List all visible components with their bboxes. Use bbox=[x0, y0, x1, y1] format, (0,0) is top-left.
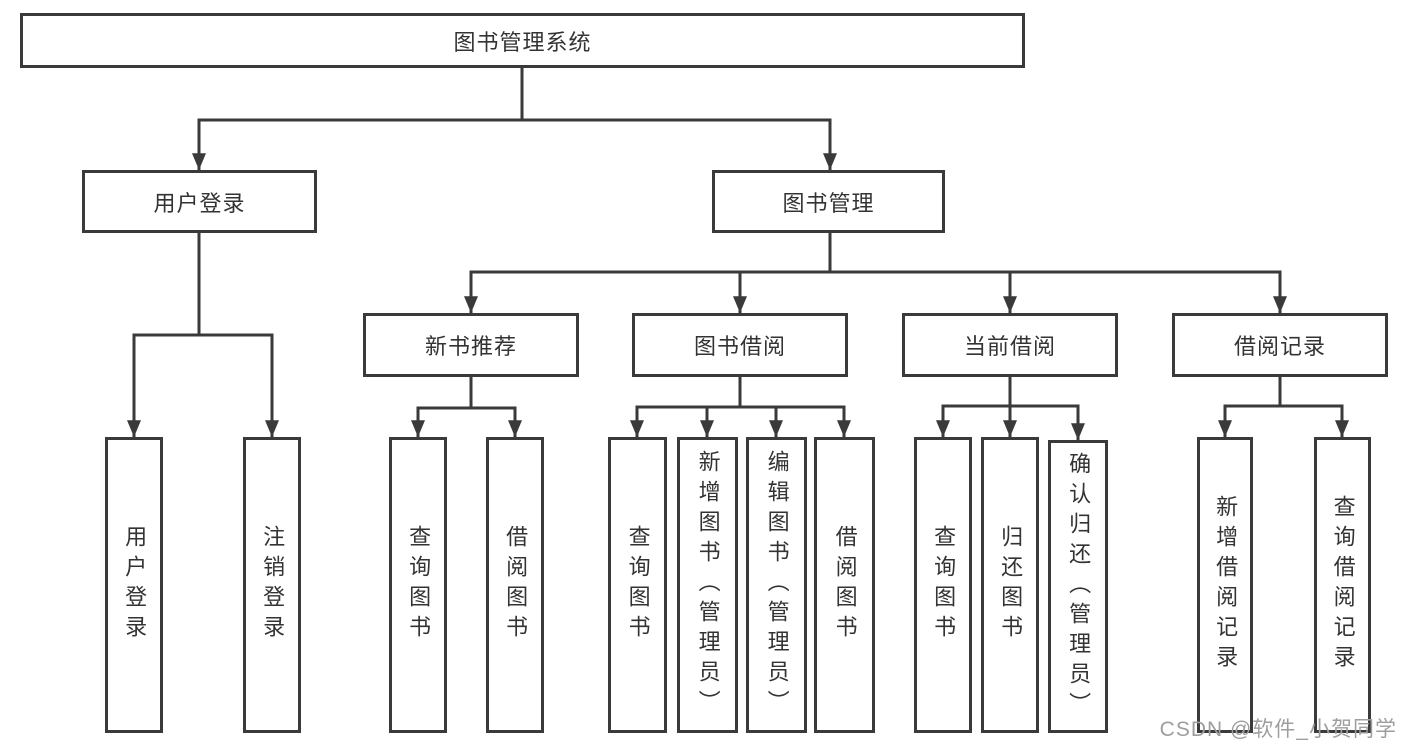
leaf-query-books-1-label: 查询图书 bbox=[406, 525, 432, 645]
node-user-login: 用户登录 bbox=[82, 170, 317, 233]
leaf-query-books-3: 查询图书 bbox=[914, 437, 972, 733]
leaf-confirm-return-admin-label: 确认归还（管理员） bbox=[1066, 451, 1092, 722]
leaf-return-books: 归还图书 bbox=[981, 437, 1039, 733]
node-book-management: 图书管理 bbox=[712, 170, 945, 233]
leaf-borrow-books-2-label: 借阅图书 bbox=[832, 525, 858, 645]
leaf-query-books-2-label: 查询图书 bbox=[625, 525, 651, 645]
leaf-confirm-return-admin: 确认归还（管理员） bbox=[1048, 440, 1108, 733]
node-new-book-recommend: 新书推荐 bbox=[363, 313, 579, 377]
leaf-query-borrow-record: 查询借阅记录 bbox=[1314, 437, 1371, 733]
leaf-user-login: 用户登录 bbox=[105, 437, 163, 733]
node-borrow-records: 借阅记录 bbox=[1172, 313, 1388, 377]
node-book-borrow-label: 图书借阅 bbox=[693, 334, 786, 359]
leaf-logout-label: 注销登录 bbox=[260, 525, 286, 645]
node-book-management-label: 图书管理 bbox=[782, 190, 875, 216]
leaf-query-books-2: 查询图书 bbox=[608, 437, 667, 733]
node-current-borrow: 当前借阅 bbox=[902, 313, 1118, 377]
leaf-borrow-books-1-label: 借阅图书 bbox=[503, 525, 529, 645]
leaf-return-books-label: 归还图书 bbox=[998, 525, 1024, 645]
node-current-borrow-label: 当前借阅 bbox=[963, 334, 1056, 359]
leaf-query-borrow-record-label: 查询借阅记录 bbox=[1330, 495, 1356, 675]
node-book-borrow: 图书借阅 bbox=[632, 313, 848, 377]
node-user-login-label: 用户登录 bbox=[153, 190, 246, 216]
leaf-edit-books-admin-label: 编辑图书（管理员） bbox=[764, 450, 790, 720]
leaf-borrow-books-1: 借阅图书 bbox=[486, 437, 544, 733]
node-borrow-records-label: 借阅记录 bbox=[1233, 334, 1326, 359]
leaf-logout: 注销登录 bbox=[243, 437, 301, 733]
leaf-edit-books-admin: 编辑图书（管理员） bbox=[746, 437, 807, 733]
csdn-watermark: CSDN @软件_小贺同学 bbox=[1159, 718, 1397, 741]
leaf-add-borrow-record-label: 新增借阅记录 bbox=[1213, 495, 1239, 675]
leaf-add-books-admin: 新增图书（管理员） bbox=[677, 437, 738, 733]
leaf-query-books-1: 查询图书 bbox=[389, 437, 447, 733]
leaf-borrow-books-2: 借阅图书 bbox=[814, 437, 875, 733]
leaf-user-login-label: 用户登录 bbox=[122, 525, 148, 645]
leaf-query-books-3-label: 查询图书 bbox=[931, 525, 957, 645]
node-library-system-label: 图书管理系统 bbox=[453, 29, 592, 55]
node-new-book-recommend-label: 新书推荐 bbox=[424, 334, 517, 359]
node-library-system: 图书管理系统 bbox=[20, 13, 1025, 68]
leaf-add-books-admin-label: 新增图书（管理员） bbox=[695, 450, 721, 720]
leaf-add-borrow-record: 新增借阅记录 bbox=[1197, 437, 1253, 733]
